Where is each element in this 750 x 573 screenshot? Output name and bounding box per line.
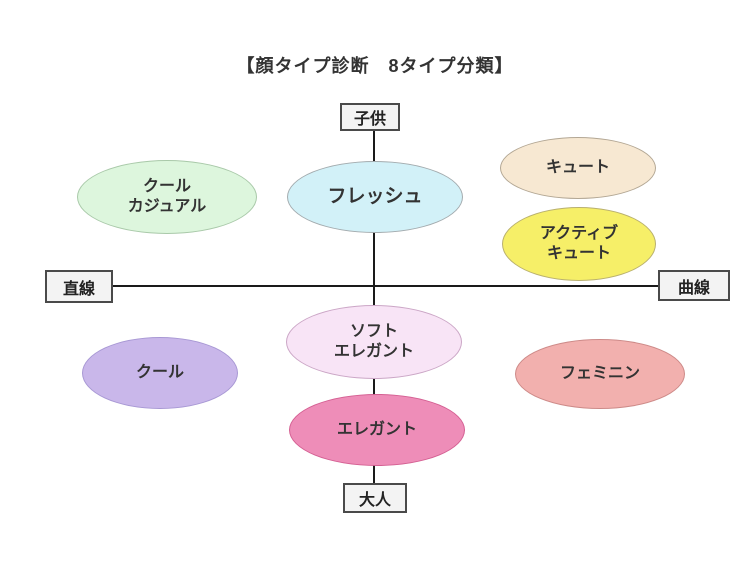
axis-label-curve-text: 曲線	[677, 279, 710, 297]
axis-label-adult: 大人	[343, 483, 407, 513]
type-ellipse-cool-casual: クール カジュアル	[77, 160, 257, 234]
type-label: フェミニン	[559, 365, 640, 382]
axis-label-child: 子供	[340, 103, 400, 131]
type-label: アクティブ	[539, 225, 619, 242]
type-ellipse-cute: キュート	[500, 137, 656, 199]
type-ellipse-active-cute: アクティブ キュート	[502, 207, 656, 281]
axis-label-child-text: 子供	[353, 111, 386, 128]
type-label: エレガント	[336, 421, 417, 438]
type-label: キュート	[546, 245, 611, 262]
axis-label-curve: 曲線	[658, 270, 730, 301]
type-label: ソフト	[349, 323, 398, 340]
type-label: エレガント	[333, 343, 414, 360]
axis-label-straight: 直線	[45, 270, 113, 303]
axis-label-adult-text: 大人	[358, 492, 391, 509]
type-ellipse-soft-elegant: ソフト エレガント	[286, 305, 462, 379]
type-label: キュート	[545, 159, 610, 176]
type-ellipse-feminine: フェミニン	[515, 339, 685, 409]
type-label: カジュアル	[127, 198, 207, 215]
type-ellipse-elegant: エレガント	[289, 394, 465, 466]
type-ellipse-cool: クール	[82, 337, 238, 409]
axis-label-straight-text: 直線	[62, 280, 95, 298]
horizontal-axis-line	[113, 285, 658, 287]
type-ellipse-fresh: フレッシュ	[287, 161, 463, 233]
type-label: クール	[142, 178, 191, 195]
diagram-title: 【顔タイプ診断 8タイプ分類】	[236, 56, 514, 76]
type-label: クール	[135, 364, 184, 381]
type-label: フレッシュ	[327, 186, 423, 208]
